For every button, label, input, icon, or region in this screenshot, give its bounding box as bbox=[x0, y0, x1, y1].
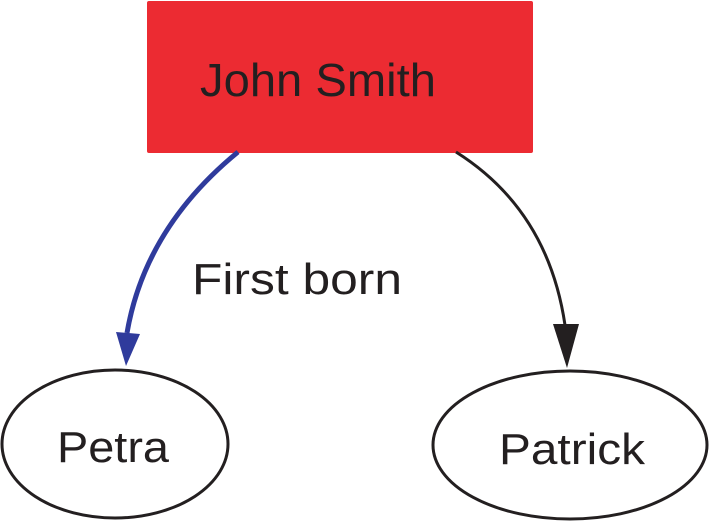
right-child-label: Patrick bbox=[499, 425, 646, 474]
left-child-node: Petra bbox=[0, 368, 230, 520]
edge-left-line bbox=[124, 150, 240, 334]
edge-right-line bbox=[455, 150, 567, 326]
left-child-label: Petra bbox=[57, 423, 170, 472]
root-node-label: John Smith bbox=[200, 54, 436, 106]
root-node-box bbox=[147, 1, 533, 153]
right-child-ellipse bbox=[431, 369, 709, 521]
right-child-node: Patrick bbox=[431, 369, 709, 521]
edge-right-arrowhead bbox=[553, 324, 579, 368]
edge-left-label: First born bbox=[192, 255, 402, 304]
edge-root-to-right bbox=[455, 150, 579, 368]
root-node: John Smith bbox=[147, 1, 533, 153]
left-child-ellipse bbox=[0, 368, 230, 520]
edge-root-to-left: First born bbox=[116, 150, 402, 366]
edge-left-arrowhead bbox=[116, 332, 140, 366]
